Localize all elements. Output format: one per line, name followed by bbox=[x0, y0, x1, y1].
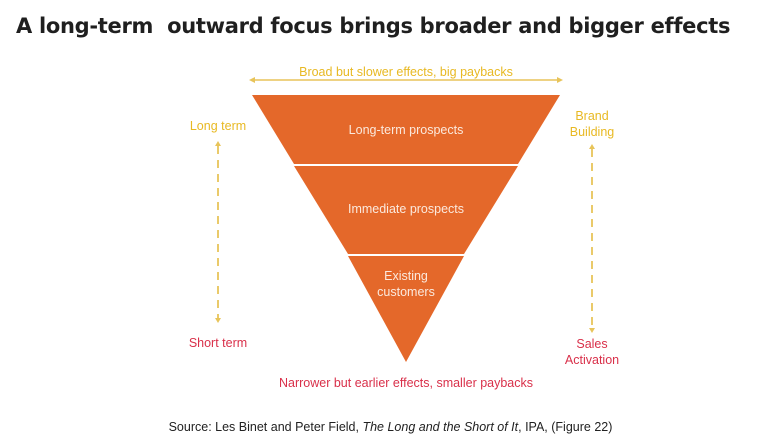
brand-building-label: Brand Building bbox=[569, 109, 615, 139]
band-label-long-term: Long-term prospects bbox=[348, 123, 464, 137]
broad-effects-arrow bbox=[249, 77, 563, 83]
long-term-label: Long term bbox=[189, 119, 247, 133]
sales-activation-label: Sales Activation bbox=[564, 337, 620, 367]
funnel-triangle bbox=[252, 95, 560, 362]
funnel-band-long-term bbox=[252, 95, 560, 164]
page-title: A long-term outward focus brings broader… bbox=[16, 14, 731, 38]
band-label-existing: Existing customers bbox=[377, 269, 435, 299]
marketing-type-arrow bbox=[589, 144, 595, 333]
band-label-immediate: Immediate prospects bbox=[347, 202, 465, 216]
time-horizon-arrow bbox=[215, 141, 221, 323]
short-term-label: Short term bbox=[188, 336, 248, 350]
bottom-label: Narrower but earlier effects, smaller pa… bbox=[278, 376, 534, 390]
funnel-band-immediate bbox=[294, 166, 518, 254]
funnel-band-existing bbox=[348, 256, 464, 362]
source-citation: Source: Les Binet and Peter Field, The L… bbox=[168, 420, 613, 434]
top-arrow-label: Broad but slower effects, big paybacks bbox=[299, 65, 513, 79]
